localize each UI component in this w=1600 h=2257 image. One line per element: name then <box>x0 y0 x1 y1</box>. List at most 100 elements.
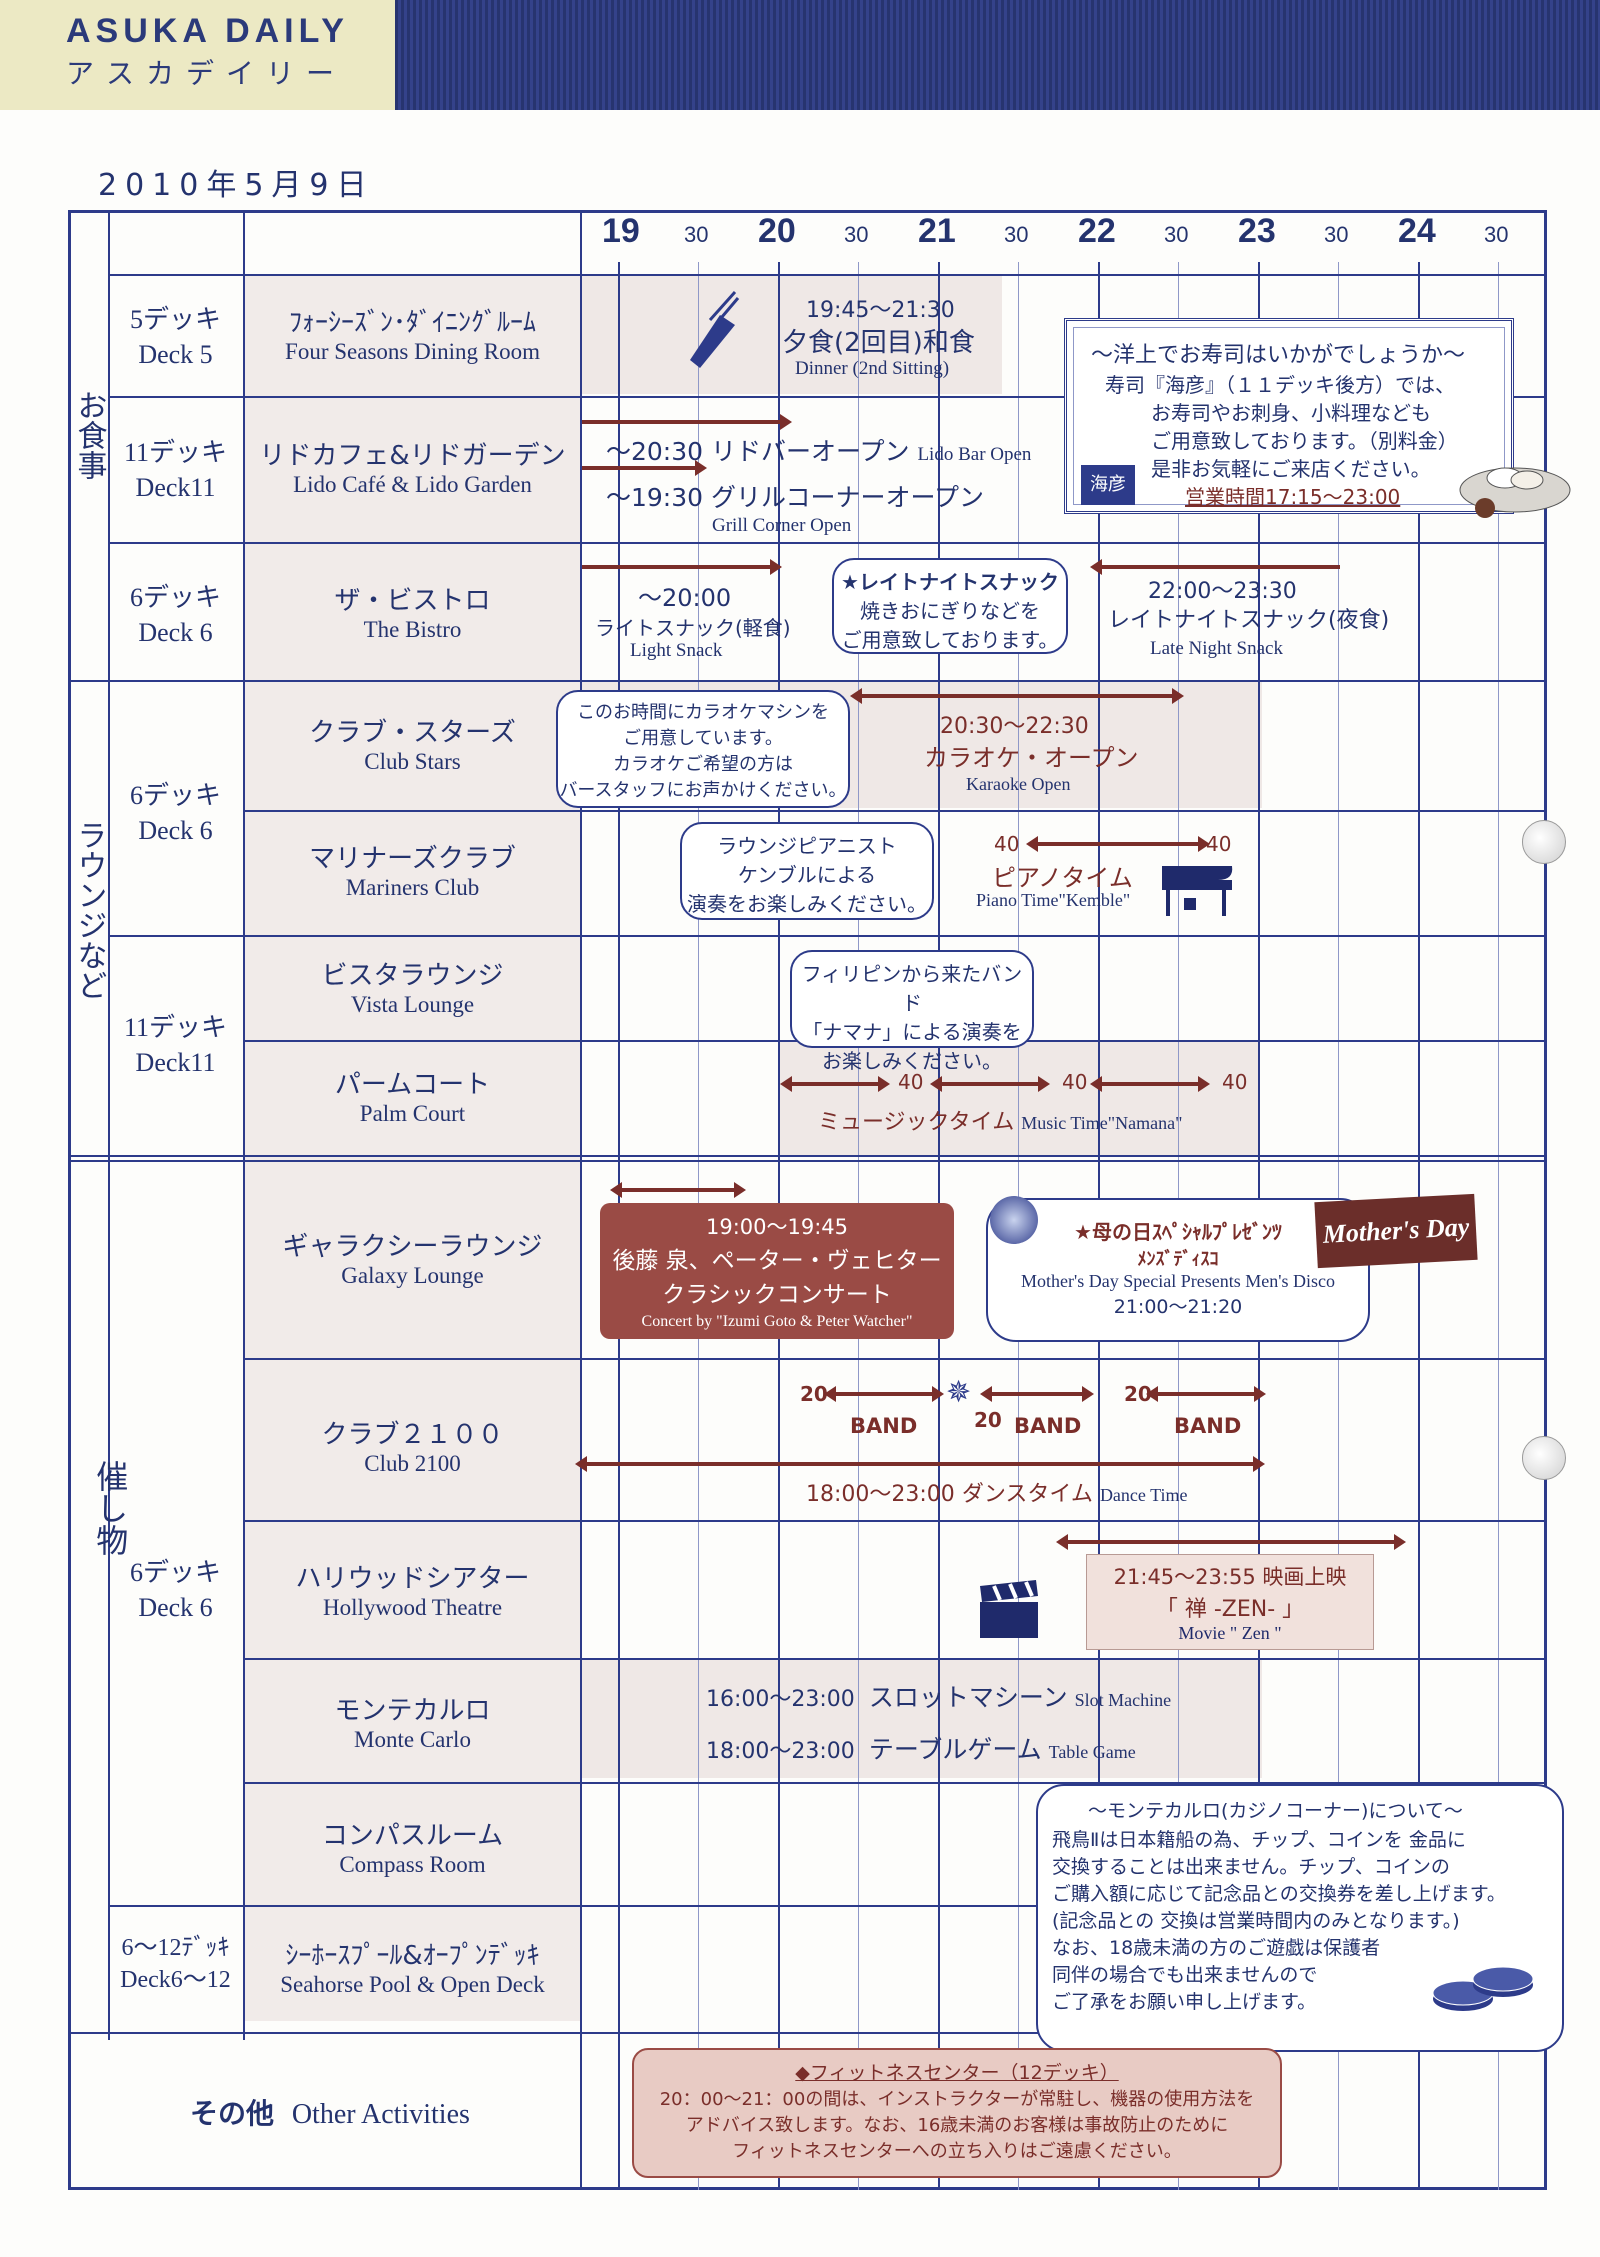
concert-line: クラシックコンサート <box>662 1282 892 1308</box>
clapperboard-icon <box>978 1578 1040 1640</box>
slot-time: 16:00～23:00 <box>706 1687 855 1712</box>
hour-label: 22 <box>1078 212 1116 250</box>
section-divider <box>68 1155 1547 1157</box>
shade-dining-1 <box>582 276 1002 394</box>
other-en: Other Activities <box>291 2099 470 2130</box>
casino-line: (記念品との 交換は営業時間内のみとなります。) <box>1052 1910 1460 1932</box>
karaoke-bubble: このお時間にカラオケマシンを ご用意しています。 カラオケご希望の方は バースタ… <box>556 690 850 808</box>
sparkle-icon: ✵ <box>946 1375 972 1410</box>
brand-title: ASUKA DAILY <box>66 12 349 50</box>
row-divider <box>243 1520 1547 1522</box>
mothers-day-logo: Mother's Day <box>1314 1193 1478 1269</box>
deck-ja: 6デッキ <box>129 1558 221 1587</box>
table-en: Table Game <box>1048 1742 1136 1762</box>
row-divider <box>243 1658 1547 1660</box>
shade-monte <box>582 1660 1262 1778</box>
grill-ja: ～19:30 グリルコーナーオープン <box>606 483 984 512</box>
band-label: BAND <box>1014 1414 1082 1438</box>
disco-ball-icon <box>990 1196 1038 1244</box>
piano-bubble-line: 演奏をお楽しみください。 <box>687 892 927 916</box>
concert-arrow <box>610 1182 746 1198</box>
band-bubble-line: お楽しみください。 <box>822 1049 1002 1073</box>
section-divider <box>68 680 1547 682</box>
late-bubble-title: ★レイトナイトスナック <box>841 570 1059 594</box>
karaoke-bubble-line: カラオケご希望の方は <box>613 754 793 775</box>
lido-bar-arrow <box>582 414 792 430</box>
header-stripe <box>395 0 1600 110</box>
concert-en: Concert by "Izumi Goto & Peter Watcher" <box>641 1313 913 1330</box>
venue-ja: コンパスルーム <box>321 1821 504 1851</box>
concert-box: 19:00～19:45 後藤 泉、ペーター・ヴェヒター クラシックコンサート C… <box>600 1203 954 1339</box>
deck-ja: 6デッキ <box>129 781 221 810</box>
grill-en: Grill Corner Open <box>712 515 852 536</box>
band-bubble-line: 「ナマナ」による演奏を <box>802 1020 1022 1044</box>
sushi-line: ご用意致しております。（別料金） <box>1151 429 1458 453</box>
casino-notice: ～モンテカルロ(カジノコーナー)について～ 飛鳥Ⅱは日本籍船の為、チップ、コイン… <box>1036 1784 1564 2052</box>
music: ミュージックタイム Music Time"Namana" <box>818 1104 1182 1136</box>
band-label: BAND <box>1174 1414 1242 1438</box>
venue-ja: ビスタラウンジ <box>321 961 504 991</box>
piano-icon <box>1158 858 1236 920</box>
venue-ja: モンテカルロ <box>334 1696 491 1726</box>
venue-ja: ハリウッドシアター <box>295 1564 530 1594</box>
sushi-hours: 営業時間17:15～23:00 <box>1185 485 1401 509</box>
schedule-grid <box>68 210 1547 2190</box>
venue-en: The Bistro <box>363 617 462 642</box>
deck-en: Deck11 <box>135 473 216 503</box>
band-count: 20 <box>974 1408 1002 1432</box>
dinner-en: Dinner (2nd Sitting) <box>795 358 950 379</box>
band-arrow-3 <box>1146 1386 1266 1402</box>
band-count: 20 <box>800 1382 828 1406</box>
row-divider <box>243 1782 1547 1784</box>
venue-ja: ザ・ビストロ <box>334 586 491 616</box>
piano-bubble-line: ラウンジピアニスト <box>717 834 897 858</box>
piano-bubble: ラウンジピアニスト ケンブルによる 演奏をお楽しみください。 <box>680 822 934 920</box>
fitness-notice: ◆フィットネスセンター（12デッキ） 20：00～21：00の間は、インストラク… <box>632 2048 1282 2178</box>
chopsticks-icon <box>680 290 740 370</box>
band-arrow-1 <box>824 1386 944 1402</box>
karaoke-time: 20:30～22:30 <box>940 714 1089 739</box>
slot-en: Slot Machine <box>1074 1690 1172 1710</box>
binder-hole <box>1522 820 1566 864</box>
row-divider <box>108 935 1547 937</box>
fitness-line: アドバイス致します。なお、16歳未満のお客様は事故防止のために <box>685 2115 1229 2136</box>
sushi-logo: 海彦 <box>1081 465 1135 505</box>
music-arrow-2 <box>930 1076 1050 1092</box>
sushi-title: ～洋上でお寿司はいかがでしょうか～ <box>1091 343 1466 368</box>
band-label: BAND <box>850 1414 918 1438</box>
row-divider <box>243 1358 1547 1360</box>
deck-en: Deck6～12 <box>120 1967 231 1994</box>
band-bubble: フィリピンから来たバンド 「ナマナ」による演奏を お楽しみください。 <box>790 950 1034 1073</box>
sushi-plate-icon <box>1455 430 1575 520</box>
md-en: Mother's Day Special Presents Men's Disc… <box>1021 1271 1335 1291</box>
movie-title: 「 禅 -ZEN- 」 <box>1155 1597 1305 1622</box>
venue-en: Four Seasons Dining Room <box>285 339 540 364</box>
hour-label: 21 <box>918 212 956 250</box>
dance-ja: ダンスタイム <box>961 1482 1093 1507</box>
table-time: 18:00～23:00 <box>706 1739 855 1764</box>
venue-ja: クラブ・スターズ <box>309 718 516 748</box>
casino-title: ～モンテカルロ(カジノコーナー)について～ <box>1088 1800 1463 1822</box>
late-snack-bubble: ★レイトナイトスナック 焼きおにぎりなどを ご用意致しております。 <box>832 558 1068 654</box>
music-arrow-3 <box>1090 1076 1210 1092</box>
fitness-line: フィットネスセンターへの立ち入りはご遠慮ください。 <box>732 2141 1182 2162</box>
piano-ja: ピアノタイム <box>992 864 1133 892</box>
md-time: 21:00～21:20 <box>1113 1296 1243 1318</box>
brand-banner: ASUKA DAILY アスカデイリー <box>0 0 395 110</box>
grill-arrow <box>582 460 707 476</box>
col-divider <box>580 210 582 2190</box>
dance-arrow <box>575 1456 1265 1472</box>
venue-en: Mariners Club <box>345 875 480 900</box>
piano-bubble-line: ケンブルによる <box>737 863 877 887</box>
venue-en: Vista Lounge <box>350 992 475 1017</box>
music-count: 40 <box>1062 1070 1088 1094</box>
karaoke-arrow <box>850 688 1184 704</box>
venue-ja: クラブ２１００ <box>321 1420 504 1450</box>
music-en: Music Time"Namana" <box>1021 1113 1183 1133</box>
section-dining-label: お食事 <box>71 390 107 480</box>
